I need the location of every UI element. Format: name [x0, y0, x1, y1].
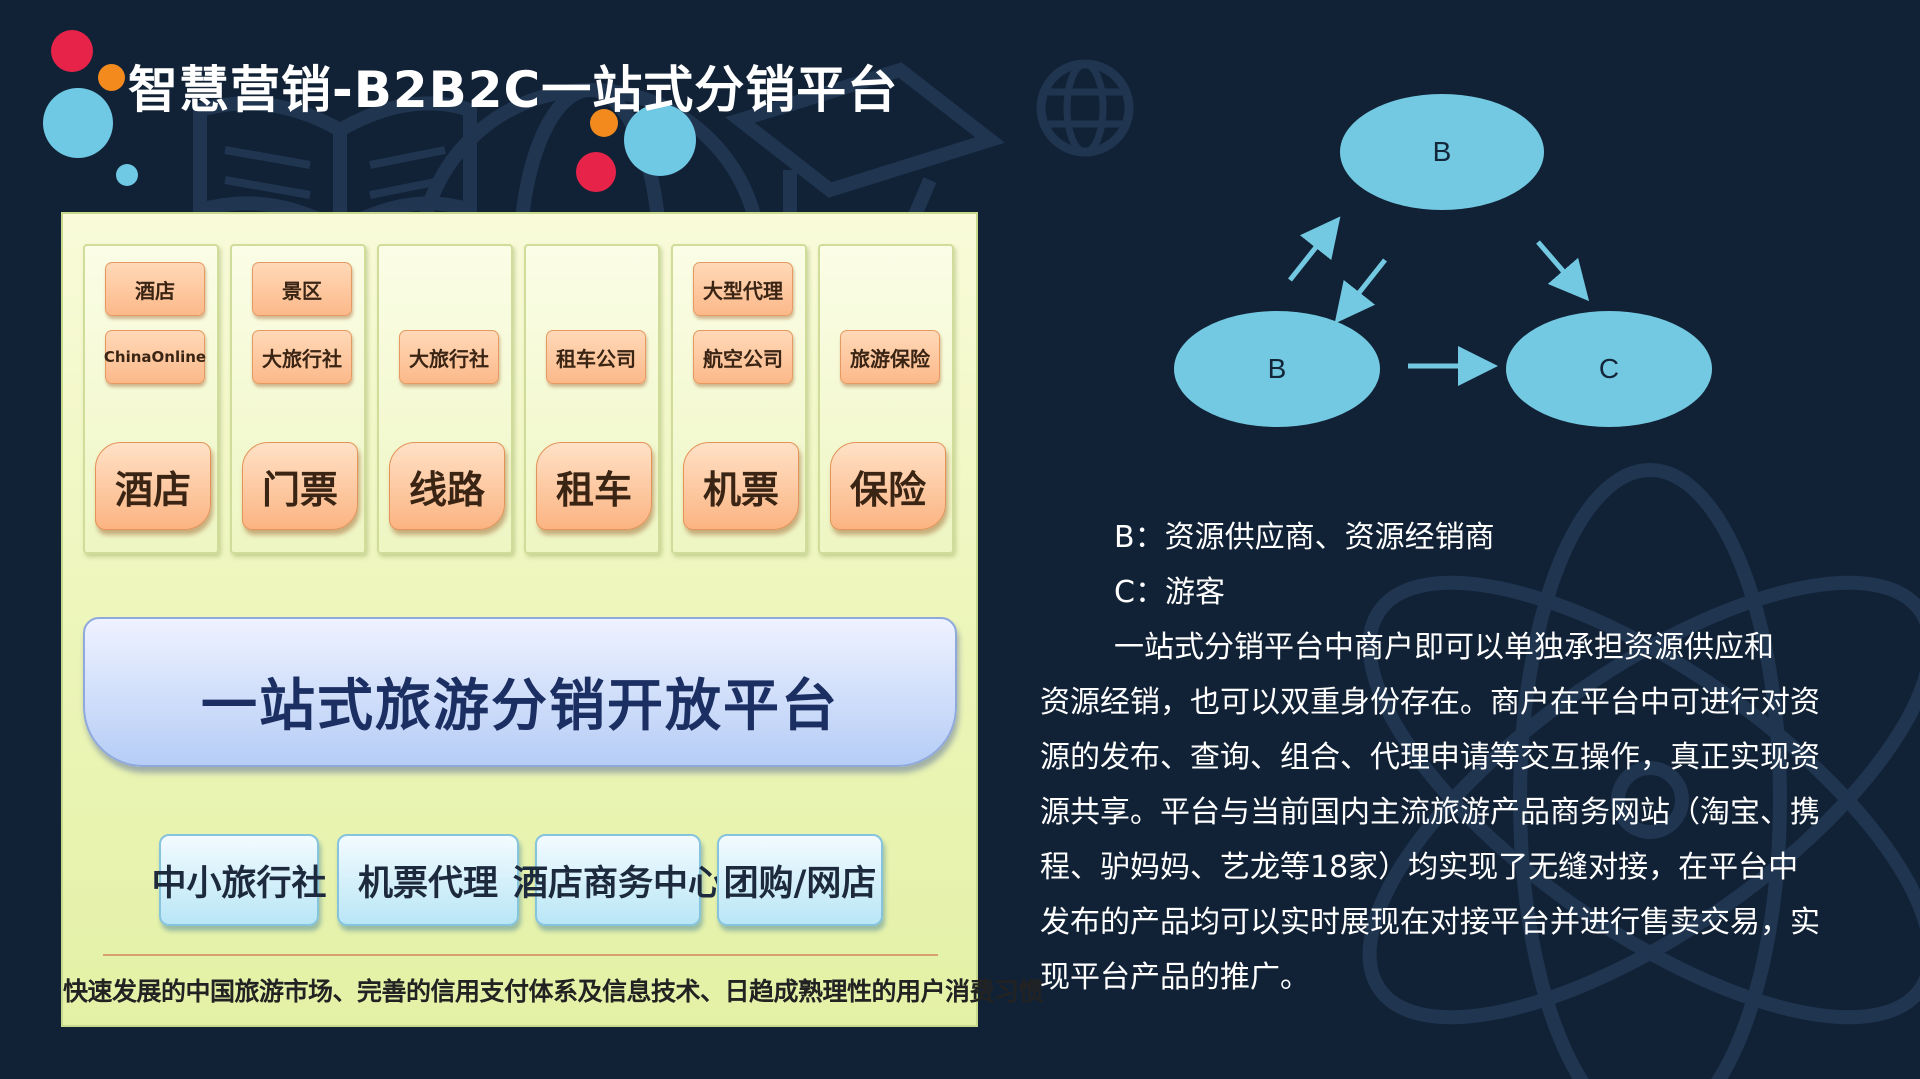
product-category-box: 租车: [536, 442, 652, 530]
resource-column-insurance: 旅游保险 保险: [818, 244, 954, 554]
arrow-left-to-top: [1288, 216, 1341, 282]
platform-banner-text: 一站式旅游分销开放平台: [201, 674, 839, 739]
platform-banner: 一站式旅游分销开放平台: [83, 617, 957, 767]
resource-tag: 大型代理: [693, 262, 793, 316]
product-category-box: 线路: [389, 442, 505, 530]
channel-box: 团购/网店: [717, 834, 883, 926]
resource-tag: 航空公司: [693, 330, 793, 384]
description-paragraph: 资源经销，也可以双重身份存在。商户在平台中可进行对资源的发布、查询、组合、代理申…: [1040, 685, 1820, 995]
product-category-box: 酒店: [95, 442, 211, 530]
channel-box: 机票代理: [337, 834, 519, 926]
platform-architecture-diagram: 酒店 ChinaOnline 酒店 景区 大旅行社 门票 大旅行社 线路 租车公…: [61, 212, 1044, 1027]
decor-dot-orange: [590, 109, 618, 137]
node-left-b: B: [1174, 311, 1380, 427]
resource-tag: 酒店: [105, 262, 205, 316]
product-category-box: 门票: [242, 442, 358, 530]
decor-dot-blue: [624, 104, 696, 176]
resource-tag: 景区: [252, 262, 352, 316]
decor-dot-orange: [98, 64, 125, 91]
resource-column-route: 大旅行社 线路: [377, 244, 513, 554]
node-top-b: B: [1340, 94, 1544, 210]
decor-dot-blue-small: [116, 164, 138, 186]
resource-tag: 大旅行社: [399, 330, 499, 384]
legend-c-definition: C：游客: [1114, 575, 1225, 610]
decor-dot-red: [576, 152, 616, 192]
product-category-box: 机票: [683, 442, 799, 530]
arrow-top-to-right: [1536, 240, 1590, 302]
resource-column-hotel: 酒店 ChinaOnline 酒店: [83, 244, 219, 554]
description-paragraph-first-line: 一站式分销平台中商户即可以单独承担资源供应和: [1114, 630, 1774, 665]
slide-title: 智慧营销-B2B2C一站式分销平台: [128, 61, 899, 119]
product-category-box: 保险: [830, 442, 946, 530]
resource-tag: 租车公司: [546, 330, 646, 384]
foundation-text: 快速发展的中国旅游市场、完善的信用支付体系及信息技术、日趋成熟理性的用户消费习惯: [63, 977, 1044, 1006]
channel-box: 酒店商务中心: [513, 834, 723, 926]
resource-column-flight: 大型代理 航空公司 机票: [671, 244, 807, 554]
foundation-divider: [103, 954, 938, 956]
decor-dot-blue: [43, 88, 113, 158]
legend-block: B：资源供应商、资源经销商 C：游客 一站式分销平台中商户即可以单独承担资源供应…: [1040, 510, 1820, 1005]
resource-column-car-rental: 租车公司 租车: [524, 244, 660, 554]
relationship-arrows: [1288, 216, 1590, 386]
legend-b-definition: B：资源供应商、资源经销商: [1114, 520, 1495, 555]
decor-dot-red: [51, 30, 93, 72]
arrow-top-to-left: [1334, 258, 1387, 324]
resource-tag: 大旅行社: [252, 330, 352, 384]
b2b2c-relationship-diagram: B B C: [1140, 90, 1920, 440]
resource-tag: ChinaOnline: [104, 330, 206, 384]
resource-tag: 旅游保险: [840, 330, 940, 384]
channel-box: 中小旅行社: [152, 834, 327, 926]
node-right-c: C: [1506, 311, 1712, 427]
resource-column-ticket: 景区 大旅行社 门票: [230, 244, 366, 554]
